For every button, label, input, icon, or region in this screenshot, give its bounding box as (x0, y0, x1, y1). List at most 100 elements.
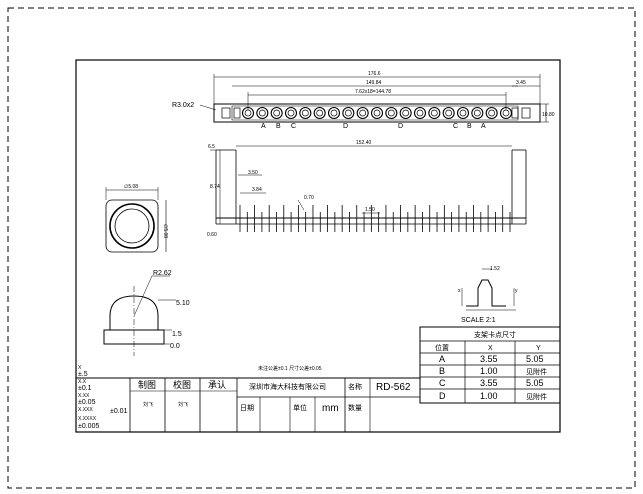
front-view: 176.6 149.84 7.62x18=144.78 3.45 10.80 R… (172, 71, 555, 130)
pin-hole (299, 106, 312, 120)
pin-hole (327, 106, 341, 120)
tolerance-stack: X ±.5 X.X ±0.1 X.XX ±0.05 X.XXX ±0.01 X.… (78, 365, 128, 430)
approved-label: 承认 (208, 379, 226, 390)
pin-hole (471, 106, 484, 120)
pin-label-b-left: B (276, 123, 281, 130)
dim-3-84: 3.84 (252, 187, 262, 193)
tol-xxx: X.XX (78, 393, 90, 399)
dim-pitch-total: 149.84 (366, 80, 382, 86)
pin-hole (356, 106, 369, 120)
pin-hole (256, 106, 269, 120)
drawn-label: 制图 (138, 379, 156, 390)
spec-header-y: Y (536, 345, 541, 352)
part-number: RD-562 (376, 382, 411, 393)
dim-pin-top-height: ∅5.08 (162, 224, 168, 238)
name-label: 名称 (348, 382, 362, 391)
pin-position-labels: A B C D D C B A (261, 123, 486, 130)
tol-xxxx-val: ±0.01 (110, 408, 128, 415)
pin-hole (270, 106, 283, 120)
dim-right-end: 3.45 (516, 80, 526, 86)
pin-hole (399, 106, 412, 120)
tol-xxxxx-val: ±0.005 (78, 423, 99, 430)
pin-hole (485, 106, 498, 120)
pin-hole-inner (488, 109, 496, 117)
pin-hole (442, 106, 455, 120)
spec-row-a-pos: A (439, 354, 445, 364)
pin-hole-inner (459, 109, 467, 117)
pin-hole (385, 106, 398, 120)
spec-row-d-x: 1.00 (480, 391, 498, 401)
pin-label-a-left: A (261, 123, 266, 130)
pin-label-d-right: D (398, 123, 403, 130)
tol-x: X (78, 365, 82, 371)
dim-right-height: 10.80 (542, 112, 555, 118)
pin-hole (456, 106, 470, 120)
pin-label-b-right: B (467, 123, 472, 130)
tol-xxxx: X.XXX (78, 407, 93, 413)
pin-hole (370, 106, 384, 120)
detail-x-mark: x (458, 288, 461, 294)
spec-row-d-y: 见附件 (526, 392, 547, 401)
pin-hole (428, 106, 441, 120)
spec-row-b-x: 1.00 (480, 366, 498, 376)
dim-side-left-top: 6.5 (208, 144, 215, 150)
qty-label: 数量 (348, 403, 362, 412)
dim-1-5: 1.5 (172, 331, 182, 338)
pin-hole-inner (387, 109, 395, 117)
pin-hole (413, 106, 427, 120)
pin-hole-inner (316, 109, 324, 117)
checked-value: 刘飞 (178, 401, 188, 408)
left-end-slot (221, 107, 231, 119)
dim-side-height: 8.74 (210, 184, 220, 190)
dim-0-70: 0.70 (304, 195, 314, 201)
pin-hole-inner (416, 109, 424, 117)
title-block: X ±.5 X.X ±0.1 X.XX ±0.05 X.XXX ±0.01 X.… (76, 365, 560, 432)
spec-row-c-x: 3.55 (480, 378, 498, 388)
tol-xx: X.X (78, 379, 87, 385)
dim-1-50: 1.50 (365, 207, 375, 213)
outer-dashed-border (7, 7, 636, 489)
company-name: 深圳市海大科技有限公司 (249, 382, 326, 391)
spec-header-position: 位置 (435, 343, 449, 352)
pin-hole (313, 106, 326, 120)
pin-hole-inner (359, 109, 367, 117)
pin-hole-inner (258, 109, 266, 117)
pin-hole-inner (473, 109, 481, 117)
tol-x-val: ±.5 (78, 371, 88, 378)
dim-pin-span: 7.62x18=144.78 (355, 89, 391, 95)
tol-xxx-val: ±0.05 (78, 399, 96, 406)
pin-hole (342, 106, 355, 120)
sheet-border (75, 59, 561, 433)
pin-hole-inner (502, 109, 510, 117)
dim-5-10: 5.10 (176, 300, 190, 307)
side-view-pins (239, 205, 511, 232)
pin-hole-inner (244, 109, 252, 117)
spec-row-a-x: 3.55 (480, 354, 498, 364)
dim-bottom: 0.60 (207, 232, 217, 238)
detail-y-mark: y (515, 288, 518, 294)
pin-label-d-left: D (343, 123, 348, 130)
pin-hole-inner (445, 109, 453, 117)
dim-3-50: 3.50 (248, 170, 258, 176)
pin-hole-inner (301, 109, 309, 117)
tol-xx-val: ±0.1 (78, 385, 92, 392)
pin-profile-view: R2.62 5.10 1.5 0.0 (103, 270, 190, 356)
spec-row-c-y: 5.05 (526, 378, 544, 388)
side-view: 152.40 6.5 8.74 3.50 3.84 0.70 1.50 0.60 (207, 140, 527, 238)
pin-top-view: ∅5.08 ∅5.08 (105, 184, 168, 253)
dim-pin-top-width: ∅5.08 (124, 184, 138, 190)
pin-hole (284, 106, 298, 120)
dim-pin-radius: R2.62 (153, 270, 172, 277)
left-end-slot-2 (233, 107, 241, 119)
connector-inner-outline (231, 105, 519, 121)
pin-label-a-right: A (481, 123, 486, 130)
pin-hole-inner (287, 109, 295, 117)
spec-table-title: 支架卡点尺寸 (474, 330, 516, 339)
pin-label-c-right: C (453, 123, 458, 130)
spec-row-a-y: 5.05 (526, 354, 544, 364)
right-end-slot (511, 107, 519, 119)
detail-scale: SCALE 2:1 (461, 317, 496, 324)
pin-hole-inner (430, 109, 438, 117)
pin-hole-inner (402, 109, 410, 117)
